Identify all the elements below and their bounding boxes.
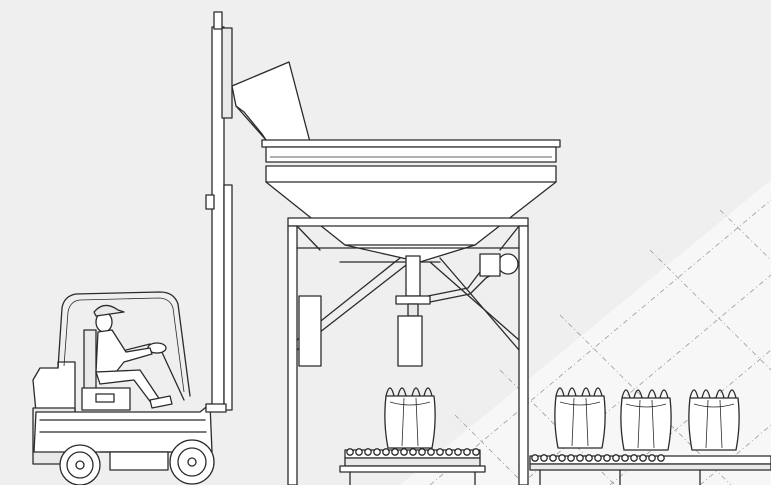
conveyor-roller [346,448,354,456]
conveyor-roller [427,448,435,456]
bulk-bag-icon [384,387,436,449]
conveyor-roller [648,454,656,462]
conveyor-roller [436,448,444,456]
conveyor-roller [603,454,611,462]
forklift-mast-carriage [221,27,233,119]
conveyor-rollers [346,448,665,462]
conveyor-roller [612,454,620,462]
roller-conveyor-icon [339,448,771,485]
conveyor-roller [657,454,665,462]
conveyor-roller [445,448,453,456]
conveyor-roller [585,454,593,462]
bulk-bag-icon [620,389,672,451]
operator-figure [93,304,173,409]
forklift-seat [83,329,97,391]
fill-head [397,315,423,367]
filling-station [261,139,561,485]
conveyor-roller [549,454,557,462]
conveyor-roller [463,448,471,456]
dust-fan [497,253,519,275]
hopper-icon [265,165,557,263]
bulk-bag-icon [688,389,740,451]
forklift-mast-outer [213,11,223,30]
forklift-icon [32,11,311,485]
forklift-counterweight [32,361,76,413]
conveyor-roller [472,448,480,456]
discharge-spout [405,255,421,297]
control-cabinet [298,295,322,367]
conveyor-roller [576,454,584,462]
forklift-rear-wheel [59,444,101,485]
conveyor-roller [621,454,629,462]
background-light-wedge [400,180,771,485]
conveyor-roller [355,448,363,456]
conveyor-roller [567,454,575,462]
conveyor-roller [400,448,408,456]
conveyor-roller [639,454,647,462]
conveyor-roller [382,448,390,456]
conveyor-roller [630,454,638,462]
forklift-front-wheel [169,439,215,485]
frame-right-column [518,225,529,485]
conveyor-roller [454,448,462,456]
conveyor-roller [531,454,539,462]
forklift-mast-rail [223,184,233,411]
bulk-bag-icon [554,387,606,449]
frame-left-column [287,225,298,485]
hopper-upper [265,146,557,163]
conveyor-roller [594,454,602,462]
conveyor-roller [418,448,426,456]
forklift-fork [205,403,227,413]
conveyor-roller [558,454,566,462]
hopper-rim [261,139,561,148]
forklift-overhead-guard [57,291,191,397]
conveyor-roller [540,454,548,462]
forklift-body [33,403,213,453]
conveyor-roller [391,448,399,456]
bulk-bags [384,387,740,451]
conveyor-roller [364,448,372,456]
conveyor-roller [373,448,381,456]
conveyor-roller [409,448,417,456]
frame-top-beam [287,217,529,227]
